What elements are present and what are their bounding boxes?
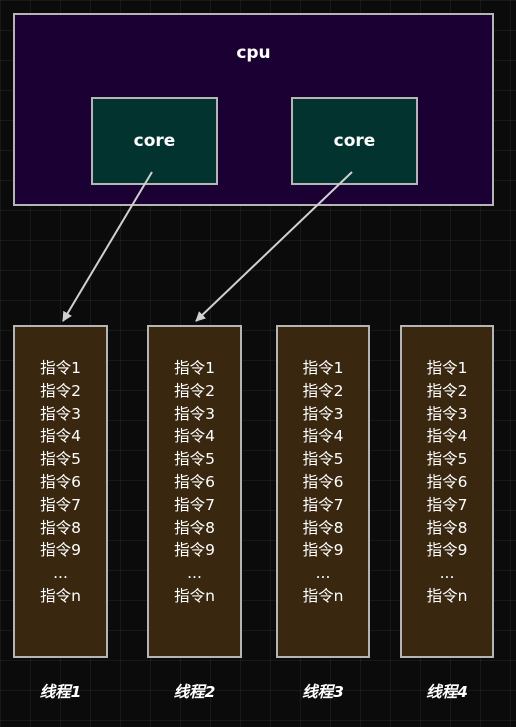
instruction-item: 指令3	[174, 404, 215, 423]
instruction-item: 指令n	[302, 586, 344, 605]
instruction-item: 指令6	[174, 472, 215, 491]
instruction-item: 指令n	[174, 586, 215, 605]
thread-box-2: 指令1 指令2 指令3 指令4 指令5 指令6 指令7 指令8 指令9... 指令n	[147, 325, 242, 658]
instruction-item: 指令1	[174, 359, 215, 377]
thread-label-3: 线程3	[302, 683, 344, 701]
instruction-list-4: 指令1 指令2 指令3 指令4 指令5 指令6 指令7 指令8 指令9... 指令n	[402, 357, 492, 608]
instruction-item: 指令4	[174, 427, 215, 446]
instruction-item: 指令2	[426, 381, 468, 400]
instruction-item: 指令5	[302, 450, 344, 469]
thread-box-1: 指令1 指令2 指令3 指令4 指令5 指令6 指令7 指令8 指令9... 指令n	[13, 325, 108, 658]
instruction-item: 指令8	[302, 518, 344, 537]
instruction-item: 指令7	[426, 495, 468, 514]
cpu-box: cpu core core	[13, 13, 494, 206]
instruction-item: 指令1	[40, 359, 81, 377]
instruction-item: 指令1	[426, 359, 468, 377]
instruction-item: 指令3	[302, 404, 344, 423]
instruction-item: 指令2	[40, 381, 81, 400]
instruction-item: 指令9	[426, 541, 468, 560]
arrow-core2-to-thread2	[195, 171, 353, 322]
thread-box-3: 指令1 指令2 指令3 指令4 指令5 指令6 指令7 指令8 指令9... 指令n	[276, 325, 370, 658]
instruction-item: 指令5	[40, 450, 81, 469]
thread-label-4: 线程4	[426, 683, 468, 701]
instruction-item: 指令6	[426, 472, 468, 491]
instruction-item: ...	[439, 564, 455, 583]
instruction-item: 指令9	[302, 541, 344, 560]
instruction-item: 指令2	[174, 381, 215, 400]
arrow-core1-to-thread1	[62, 171, 153, 322]
instruction-item: 指令n	[40, 586, 81, 605]
instruction-item: 指令7	[174, 495, 215, 514]
instruction-item: 指令7	[40, 495, 81, 514]
instruction-item: 指令8	[426, 518, 468, 537]
instruction-item: 指令4	[40, 427, 81, 446]
instruction-item: ...	[315, 564, 331, 583]
instruction-item: 指令2	[302, 381, 344, 400]
instruction-item: ...	[187, 564, 202, 583]
instruction-item: 指令5	[426, 450, 468, 469]
thread-label-1: 线程1	[39, 683, 82, 701]
instruction-item: 指令4	[426, 427, 468, 446]
instruction-item: 指令8	[40, 518, 81, 537]
instruction-item: 指令9	[174, 541, 215, 560]
instruction-list-1: 指令1 指令2 指令3 指令4 指令5 指令6 指令7 指令8 指令9... 指令n	[15, 357, 106, 608]
core-box-2: core	[291, 97, 418, 185]
core-box-1: core	[91, 97, 218, 185]
instruction-item: 指令6	[40, 472, 81, 491]
thread-box-4: 指令1 指令2 指令3 指令4 指令5 指令6 指令7 指令8 指令9... 指令n	[400, 325, 494, 658]
thread-label-2: 线程2	[173, 683, 216, 701]
instruction-item: 指令9	[40, 541, 81, 560]
instruction-item: 指令3	[40, 404, 81, 423]
instruction-item: 指令1	[302, 359, 344, 377]
instruction-item: 指令3	[426, 404, 468, 423]
instruction-item: 指令7	[302, 495, 344, 514]
instruction-item: 指令n	[426, 586, 468, 605]
cpu-label: cpu	[236, 43, 271, 63]
instruction-list-3: 指令1 指令2 指令3 指令4 指令5 指令6 指令7 指令8 指令9... 指令n	[278, 357, 368, 608]
instruction-list-2: 指令1 指令2 指令3 指令4 指令5 指令6 指令7 指令8 指令9... 指令n	[149, 357, 240, 608]
instruction-item: 指令6	[302, 472, 344, 491]
instruction-item: 指令8	[174, 518, 215, 537]
instruction-item: 指令5	[174, 450, 215, 469]
instruction-item: 指令4	[302, 427, 344, 446]
instruction-item: ...	[53, 564, 68, 583]
